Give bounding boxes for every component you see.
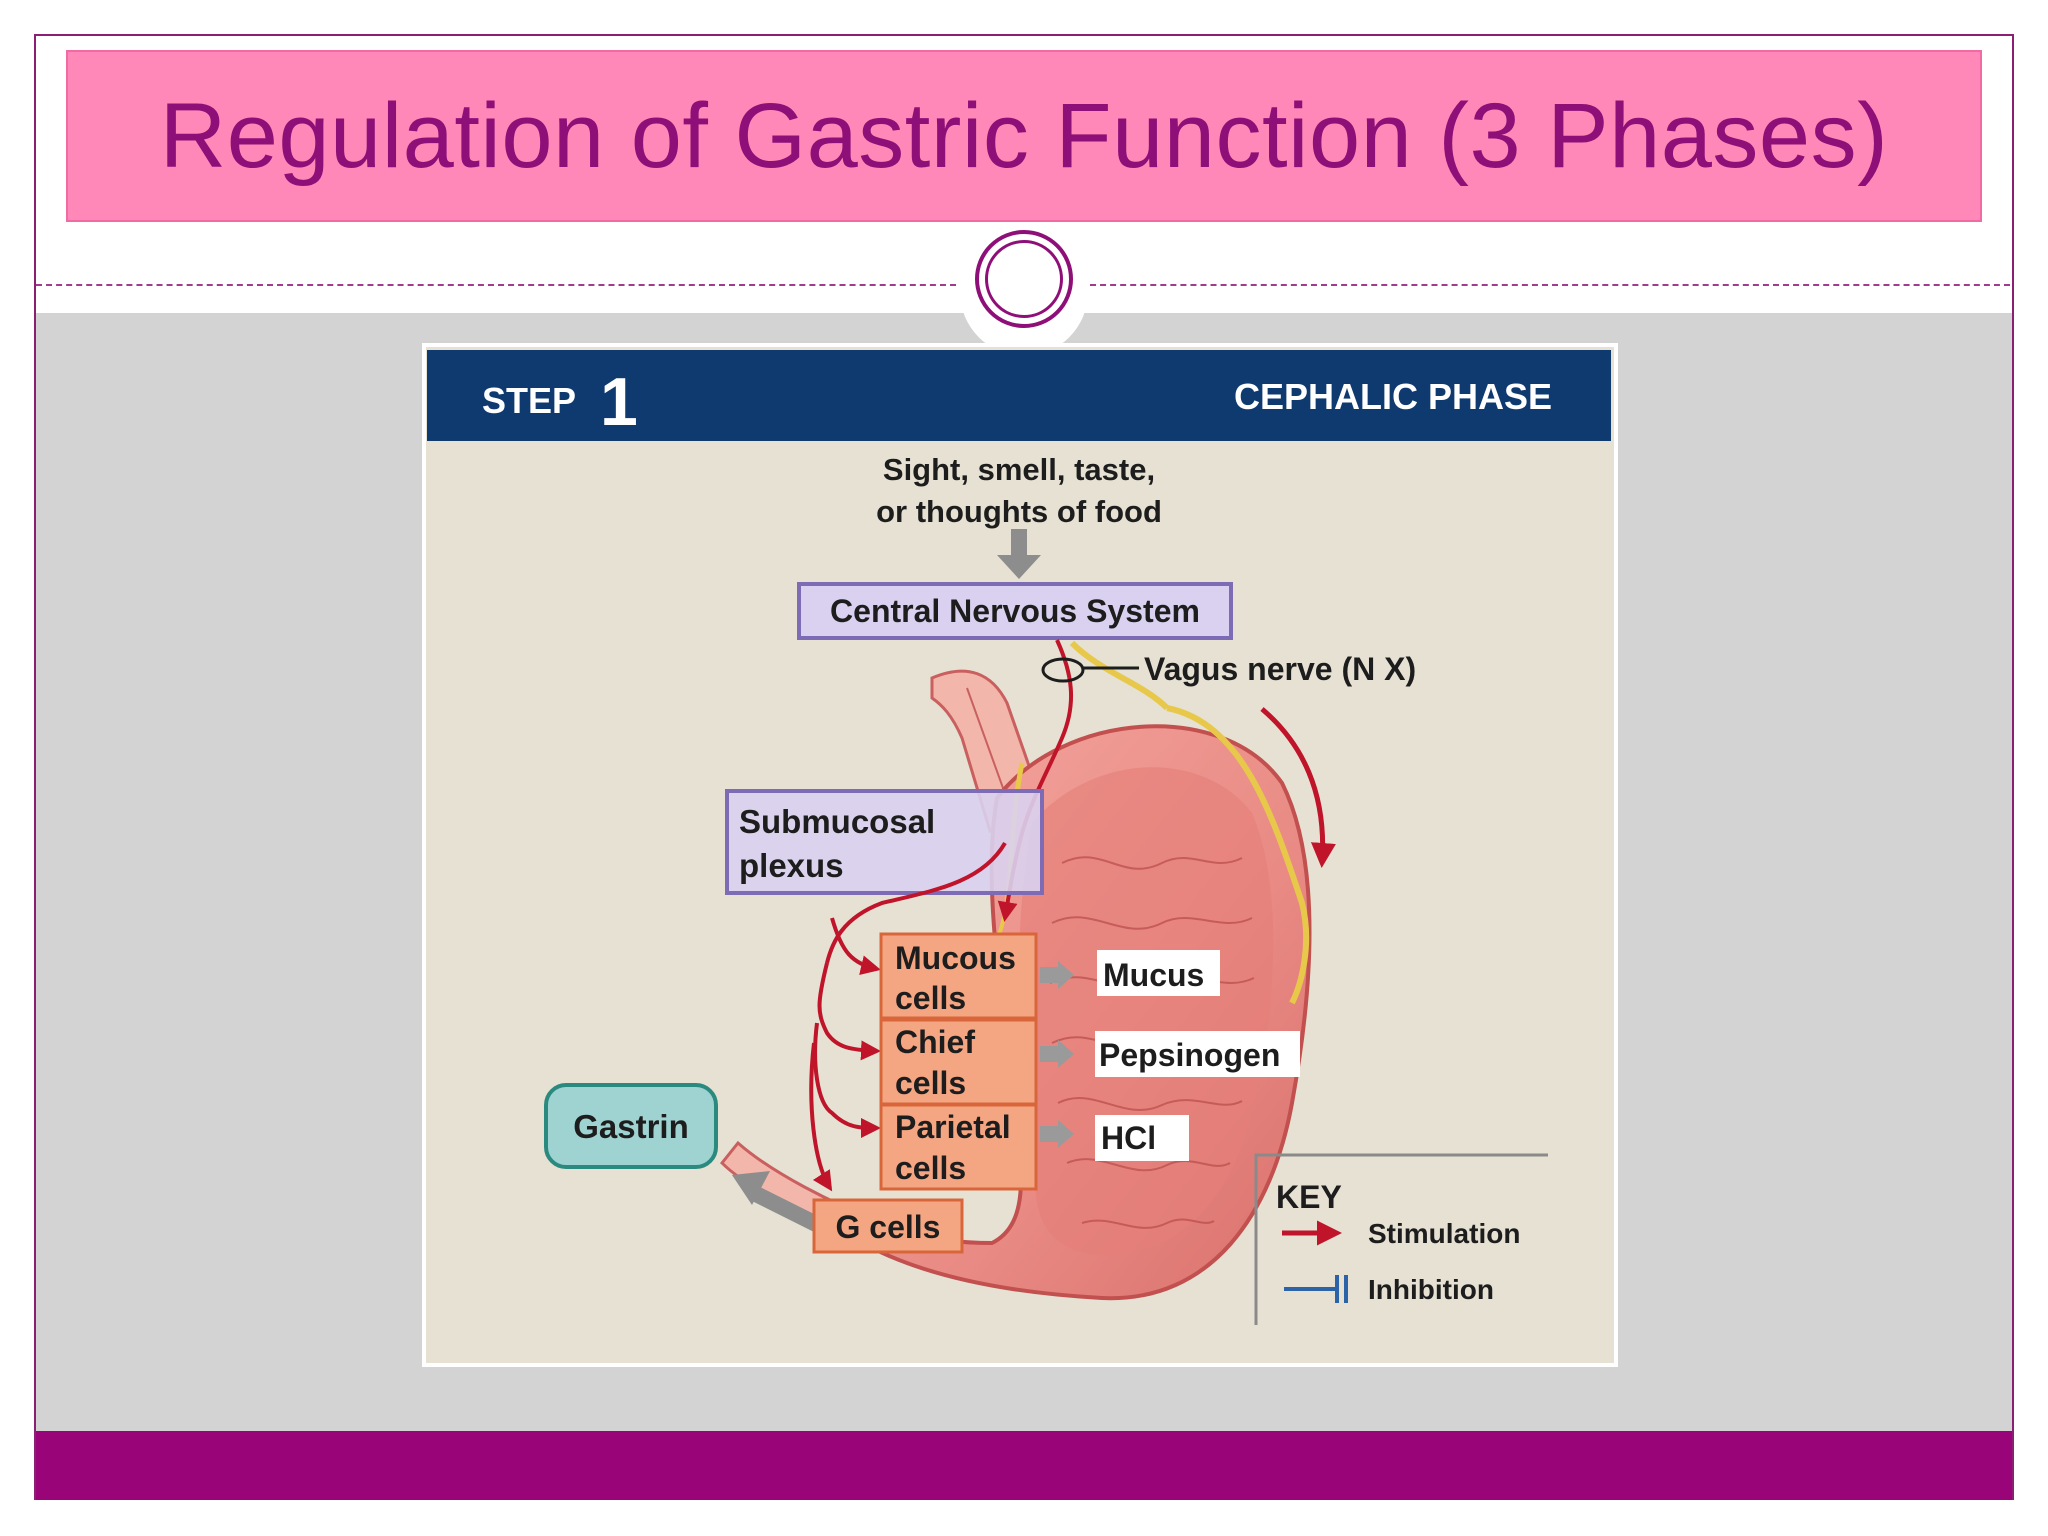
product-arrows xyxy=(1040,961,1074,1148)
pepsinogen-product: Pepsinogen xyxy=(1095,1031,1300,1077)
svg-text:cells: cells xyxy=(895,1065,966,1101)
inhibition-icon xyxy=(1284,1275,1348,1303)
g-cells-label: G cells xyxy=(836,1209,941,1245)
parietal-cells-box: Parietal cells xyxy=(879,1103,1038,1191)
divider-left xyxy=(36,284,956,286)
vagus-label: Vagus nerve (N X) xyxy=(1144,651,1416,687)
svg-text:Pepsinogen: Pepsinogen xyxy=(1099,1037,1280,1073)
bottom-accent-bar xyxy=(36,1431,2012,1500)
stimulation-arrows xyxy=(809,842,1007,1192)
svg-text:cells: cells xyxy=(895,980,966,1016)
plexus-box xyxy=(725,789,1044,895)
key-stimulation: Stimulation xyxy=(1368,1218,1520,1249)
stimulus-line1: Sight, smell, taste, xyxy=(883,452,1155,487)
plexus-line2: plexus xyxy=(739,847,844,884)
mucous-cells-box: Mucous cells xyxy=(879,932,1038,1020)
step-number: 1 xyxy=(600,364,638,440)
svg-text:Chief: Chief xyxy=(895,1024,975,1060)
svg-text:Parietal: Parietal xyxy=(895,1109,1011,1145)
plexus-line1: Submucosal xyxy=(739,803,935,840)
key-title: KEY xyxy=(1276,1179,1342,1215)
chief-cells-box: Chief cells xyxy=(879,1018,1038,1106)
key-legend: KEY Stimulation Inhibition xyxy=(1254,1153,1548,1325)
step-label: STEP xyxy=(482,380,576,421)
svg-text:cells: cells xyxy=(895,1150,966,1186)
key-inhibition: Inhibition xyxy=(1368,1274,1494,1305)
gastrin-label: Gastrin xyxy=(573,1108,689,1145)
svg-text:Mucous: Mucous xyxy=(895,940,1016,976)
svg-text:Mucus: Mucus xyxy=(1103,957,1204,993)
circle-ornament-inner xyxy=(985,240,1063,318)
vagus-nerve-loop xyxy=(1041,657,1085,683)
hcl-product: HCl xyxy=(1095,1115,1189,1161)
figure-header-band xyxy=(427,350,1611,441)
peristalsis-arrow xyxy=(1260,707,1336,868)
cephalic-phase-figure: STEP 1 CEPHALIC PHASE Sight, smell, tast… xyxy=(422,343,1618,1367)
mucus-product: Mucus xyxy=(1097,950,1220,996)
g-cells-to-gastrin-arrow xyxy=(732,1171,832,1237)
cns-box xyxy=(797,582,1233,640)
title-bar: Regulation of Gastric Function (3 Phases… xyxy=(66,50,1982,222)
gastrin-box xyxy=(544,1083,718,1169)
stomach-illustration xyxy=(719,640,1312,1301)
cns-label: Central Nervous System xyxy=(830,593,1200,629)
g-cells-box xyxy=(812,1198,964,1254)
figure-svg: STEP 1 CEPHALIC PHASE Sight, smell, tast… xyxy=(426,347,1614,1363)
svg-text:HCl: HCl xyxy=(1101,1120,1156,1156)
stimulus-line2: or thoughts of food xyxy=(876,494,1162,529)
phase-label: CEPHALIC PHASE xyxy=(1234,376,1552,417)
down-arrow-icon xyxy=(997,529,1041,579)
divider-right xyxy=(1090,284,2010,286)
slide-title: Regulation of Gastric Function (3 Phases… xyxy=(159,84,1889,187)
